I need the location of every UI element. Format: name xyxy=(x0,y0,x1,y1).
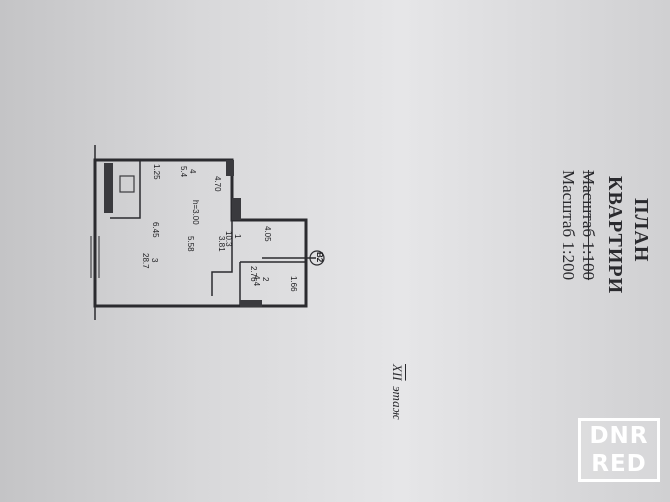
watermark-line1: DNR xyxy=(589,423,649,449)
dimension-label: 2.76 xyxy=(249,266,258,282)
room-area-4: 5.4 xyxy=(179,166,188,178)
plan-title-apartment: КВАРТИРИ xyxy=(604,176,626,295)
partition-bath xyxy=(239,261,306,306)
scale-label: Масштаб 1:200 xyxy=(559,170,578,281)
scale-crossed-out: Масштаб 1:100 xyxy=(579,170,598,281)
ceiling-height: h=3.00 xyxy=(191,200,200,225)
plan-title: ПЛАН xyxy=(630,198,652,263)
dimension-label: 4.70 xyxy=(213,176,222,192)
floor-label: этаж xyxy=(390,386,405,420)
wall-hatch xyxy=(232,198,241,220)
outer-wall xyxy=(93,158,308,308)
axis-mark: В2 xyxy=(315,252,324,263)
dimension-label: 5.58 xyxy=(186,236,195,252)
wall-hatch xyxy=(119,175,135,193)
room-number-2: 2 xyxy=(261,277,270,282)
dimension-label: 1.25 xyxy=(152,164,161,180)
partition-loggia xyxy=(110,160,141,219)
room-number-3: 3 xyxy=(150,258,159,263)
floor-number: XII xyxy=(390,364,405,381)
wall-hatch xyxy=(104,163,113,213)
room-number-4: 4 xyxy=(188,169,197,174)
wall-hatch xyxy=(226,160,234,176)
dimension-label: 1.66 xyxy=(289,276,298,292)
watermark-line2: RED xyxy=(591,451,647,477)
watermark-logo: DNR RED xyxy=(578,418,660,482)
axis-marker-circle xyxy=(309,250,325,266)
room-area-3: 28.7 xyxy=(141,253,150,269)
dimension-label: 3.81 xyxy=(217,236,226,252)
dimension-label: 6.45 xyxy=(151,222,160,238)
partition-corridor xyxy=(211,220,233,296)
room-number-1: 1 xyxy=(233,234,242,239)
dimension-label: 4.05 xyxy=(263,226,272,242)
wall-hatch xyxy=(240,300,262,307)
